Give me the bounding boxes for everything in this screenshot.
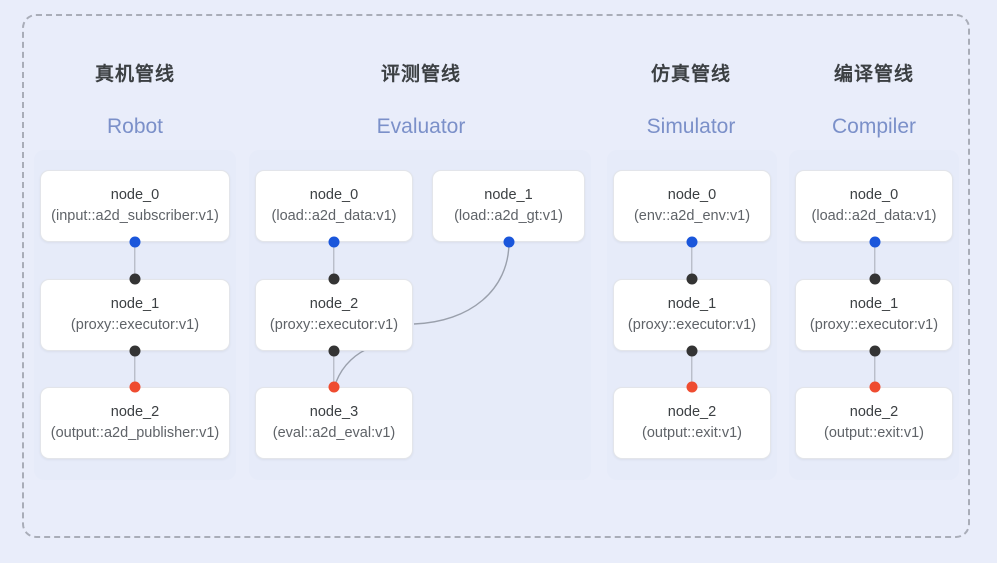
node-name: node_2 <box>309 296 359 312</box>
node-simulator-2[interactable]: node_2 (output::exit:v1) <box>613 387 771 459</box>
port-output-compiler-1[interactable] <box>869 345 881 357</box>
column-header-robot: 真机管线 Robot <box>35 64 235 139</box>
edge-comp-n0-n1 <box>874 241 876 279</box>
node-name: node_2 <box>849 404 899 420</box>
node-simulator-0[interactable]: node_0 (env::a2d_env:v1) <box>613 170 771 242</box>
port-input-evaluator-3[interactable] <box>328 381 340 393</box>
node-name: node_0 <box>667 187 717 203</box>
port-output-evaluator-1[interactable] <box>503 236 515 248</box>
node-name: node_0 <box>309 187 359 203</box>
column-title-cn-simulator: 仿真管线 <box>650 64 731 85</box>
edge-comp-n1-n2 <box>874 350 876 387</box>
column-title-en-compiler: Compiler <box>831 115 917 138</box>
port-input-compiler-2[interactable] <box>869 381 881 393</box>
node-name: node_3 <box>309 404 359 420</box>
column-title-en-robot: Robot <box>106 115 164 138</box>
column-header-compiler: 编译管线 Compiler <box>774 64 974 139</box>
node-name: node_1 <box>667 296 717 312</box>
node-type: (output::exit:v1) <box>824 425 924 441</box>
edge-eval-n2-n3 <box>333 350 335 387</box>
port-input-robot-2[interactable] <box>129 381 141 393</box>
node-name: node_1 <box>110 296 160 312</box>
column-header-evaluator: 评测管线 Evaluator <box>321 64 521 139</box>
port-input-compiler-1[interactable] <box>869 273 881 285</box>
edge-robot-n1-n2 <box>134 350 136 387</box>
port-output-compiler-0[interactable] <box>869 236 881 248</box>
edge-sim-n0-n1 <box>691 241 693 279</box>
edge-robot-n0-n1 <box>134 241 136 279</box>
port-output-simulator-0[interactable] <box>686 236 698 248</box>
port-output-evaluator-0[interactable] <box>328 236 340 248</box>
node-name: node_2 <box>110 404 160 420</box>
node-compiler-1[interactable]: node_1 (proxy::executor:v1) <box>795 279 953 351</box>
node-type: (proxy::executor:v1) <box>809 317 939 333</box>
edge-eval-n0-n2 <box>333 241 335 279</box>
port-input-simulator-2[interactable] <box>686 381 698 393</box>
node-type: (output::a2d_publisher:v1) <box>50 425 220 441</box>
node-type: (proxy::executor:v1) <box>70 317 200 333</box>
node-type: (proxy::executor:v1) <box>269 317 399 333</box>
node-type: (env::a2d_env:v1) <box>633 208 751 224</box>
node-type: (load::a2d_data:v1) <box>271 208 397 224</box>
node-type: (eval::a2d_eval:v1) <box>272 425 396 441</box>
port-input-robot-1[interactable] <box>129 273 141 285</box>
node-evaluator-0[interactable]: node_0 (load::a2d_data:v1) <box>255 170 413 242</box>
edge-sim-n1-n2 <box>691 350 693 387</box>
port-output-simulator-1[interactable] <box>686 345 698 357</box>
node-robot-0[interactable]: node_0 (input::a2d_subscriber:v1) <box>40 170 230 242</box>
node-compiler-0[interactable]: node_0 (load::a2d_data:v1) <box>795 170 953 242</box>
node-compiler-2[interactable]: node_2 (output::exit:v1) <box>795 387 953 459</box>
port-output-robot-0[interactable] <box>129 236 141 248</box>
node-type: (load::a2d_gt:v1) <box>454 208 563 224</box>
port-input-simulator-1[interactable] <box>686 273 698 285</box>
node-name: node_0 <box>110 187 160 203</box>
node-name: node_2 <box>667 404 717 420</box>
column-title-cn-evaluator: 评测管线 <box>380 64 461 85</box>
node-type: (load::a2d_data:v1) <box>811 208 937 224</box>
column-title-cn-robot: 真机管线 <box>94 64 175 85</box>
node-robot-2[interactable]: node_2 (output::a2d_publisher:v1) <box>40 387 230 459</box>
diagram-dashed-frame <box>22 14 970 538</box>
node-name: node_0 <box>849 187 899 203</box>
column-title-en-evaluator: Evaluator <box>376 115 466 138</box>
column-header-simulator: 仿真管线 Simulator <box>591 64 791 139</box>
port-output-evaluator-2[interactable] <box>328 345 340 357</box>
column-title-cn-compiler: 编译管线 <box>833 64 914 85</box>
port-input-evaluator-2[interactable] <box>328 273 340 285</box>
node-simulator-1[interactable]: node_1 (proxy::executor:v1) <box>613 279 771 351</box>
node-type: (output::exit:v1) <box>642 425 742 441</box>
node-robot-1[interactable]: node_1 (proxy::executor:v1) <box>40 279 230 351</box>
port-output-robot-1[interactable] <box>129 345 141 357</box>
node-evaluator-3[interactable]: node_3 (eval::a2d_eval:v1) <box>255 387 413 459</box>
node-name: node_1 <box>849 296 899 312</box>
node-type: (input::a2d_subscriber:v1) <box>51 208 219 224</box>
node-evaluator-1[interactable]: node_1 (load::a2d_gt:v1) <box>432 170 585 242</box>
node-evaluator-2[interactable]: node_2 (proxy::executor:v1) <box>255 279 413 351</box>
column-title-en-simulator: Simulator <box>646 115 736 138</box>
node-type: (proxy::executor:v1) <box>627 317 757 333</box>
node-name: node_1 <box>484 187 533 203</box>
